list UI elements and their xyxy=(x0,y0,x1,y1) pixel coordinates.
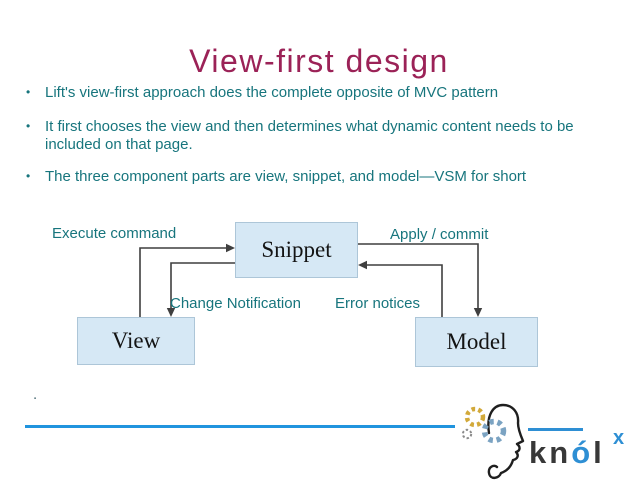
gear-icon xyxy=(464,406,486,428)
node-label: Model xyxy=(446,329,507,354)
node-label: View xyxy=(111,328,161,353)
node-label: Snippet xyxy=(261,237,332,262)
edge-error-notices xyxy=(367,264,443,317)
edge-label-change-notification: Change Notification xyxy=(170,295,301,312)
bullet-item: Lift's view-first approach does the comp… xyxy=(24,83,580,102)
arrowhead-icon xyxy=(473,308,483,317)
bullet-text: It first chooses the view and then deter… xyxy=(45,118,574,153)
diagram-node-model: Model xyxy=(415,317,538,367)
bullet-text: Lift's view-first approach does the comp… xyxy=(45,84,499,101)
edge-label-error-notices: Error notices xyxy=(335,295,421,312)
edge-label-execute-command: Execute command xyxy=(52,225,177,242)
diagram-node-snippet: Snippet xyxy=(235,222,358,278)
logo-text-o: ó xyxy=(571,435,594,470)
bullet-text: The three component parts are view, snip… xyxy=(45,168,527,185)
gear-icon xyxy=(481,418,507,444)
head-profile-icon xyxy=(487,403,525,480)
arrowhead-icon xyxy=(358,260,367,270)
arrowhead-icon xyxy=(166,308,176,317)
edge-apply-commit xyxy=(358,243,479,308)
logo-wordmark: knól xyxy=(529,437,605,469)
page-title: View-first design xyxy=(189,43,449,79)
bullet-item: The three component parts are view, snip… xyxy=(24,167,580,186)
arrowhead-icon xyxy=(226,243,235,253)
diagram-node-view: View xyxy=(77,317,195,365)
footer-divider-line xyxy=(25,425,455,428)
stray-period-text: . xyxy=(33,386,38,403)
logo-superscript-x: x xyxy=(613,427,625,449)
logo-divider-line xyxy=(528,428,583,431)
edge-change-notification xyxy=(170,262,235,308)
edge-execute-command xyxy=(139,247,226,317)
logo-text-kn: kn xyxy=(529,435,572,470)
gear-icon xyxy=(461,428,473,440)
logo-text-l: l xyxy=(593,435,605,470)
knolx-logo xyxy=(461,403,525,480)
bullet-item: It first chooses the view and then deter… xyxy=(24,117,580,154)
edge-label-apply-commit: Apply / commit xyxy=(390,226,489,243)
